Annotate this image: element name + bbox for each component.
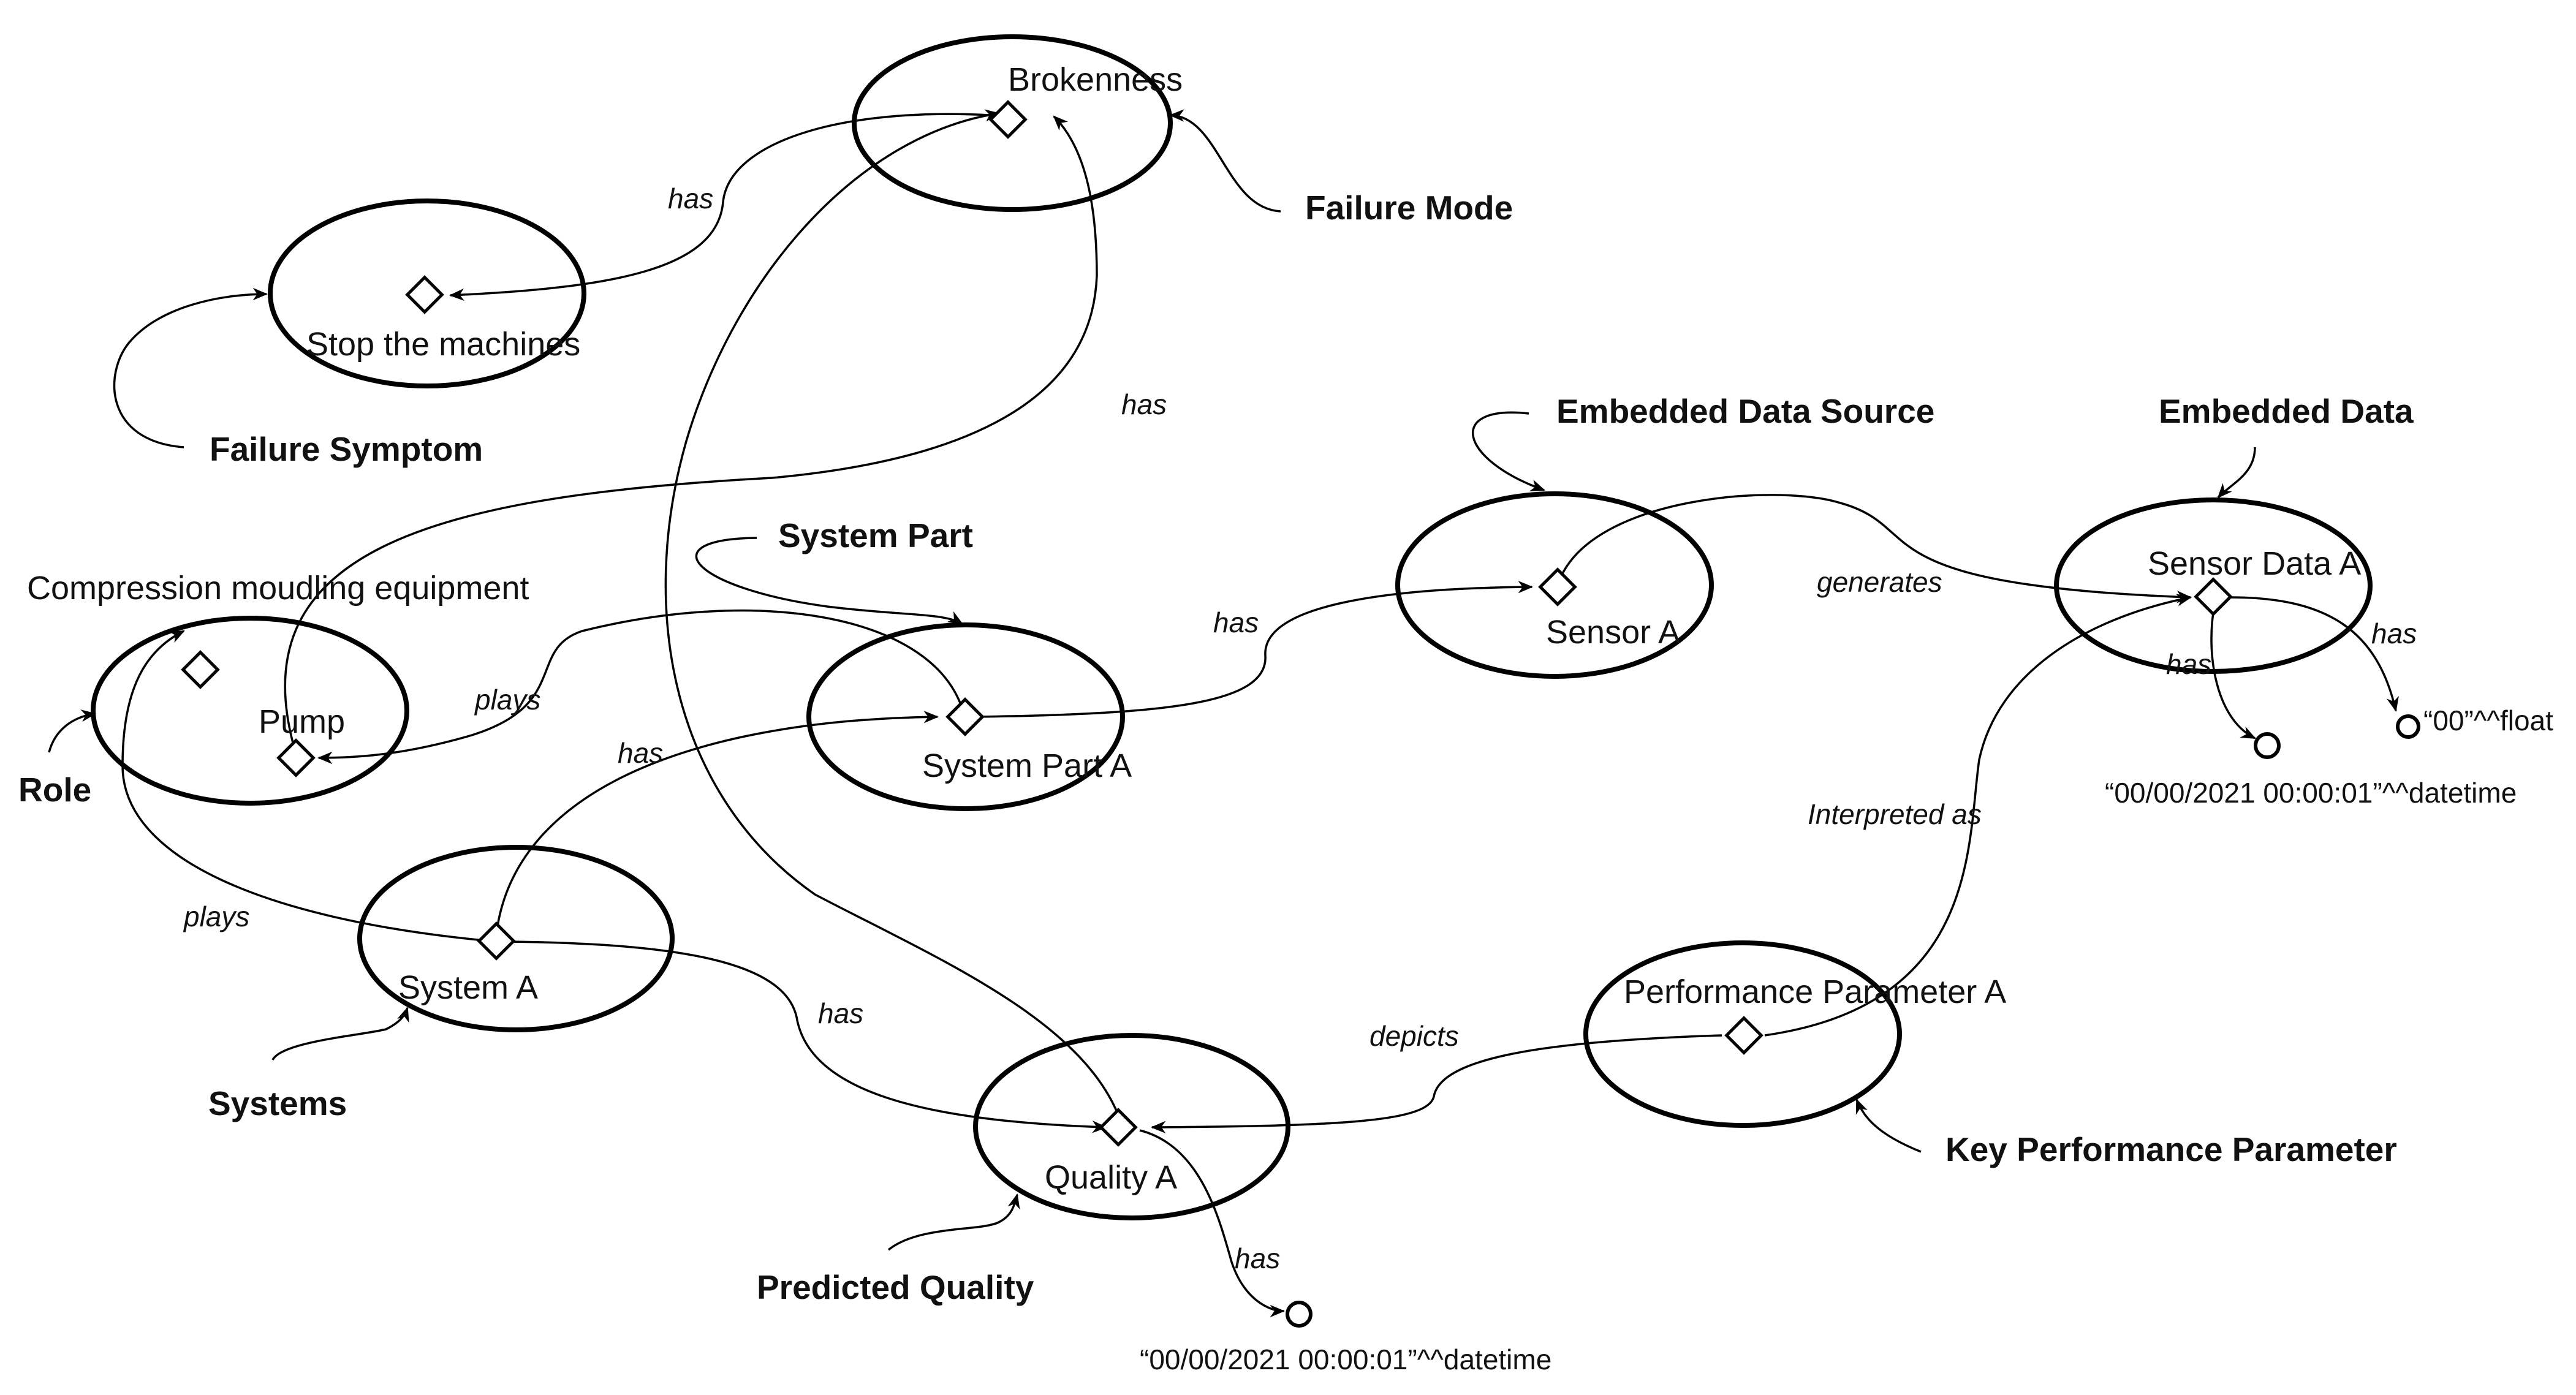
pointer-systems bbox=[271, 1007, 409, 1060]
failure-mode-class: Failure Mode bbox=[1305, 189, 1513, 227]
sensor-a-diamond bbox=[1538, 567, 1577, 607]
float-literal-label: “00”^^float bbox=[2423, 705, 2553, 736]
system-a-label: System A bbox=[398, 969, 538, 1006]
edge-pump-brokenness-has bbox=[284, 115, 1098, 758]
edge-label-systema-quality-has: has bbox=[818, 997, 863, 1029]
quality-a-ellipse bbox=[973, 1033, 1290, 1220]
predicted-quality-class: Predicted Quality bbox=[757, 1268, 1034, 1306]
role-class: Role bbox=[18, 771, 91, 809]
edge-label-kpi-quality-depicts: depicts bbox=[1369, 1020, 1459, 1052]
pump-diamond bbox=[276, 738, 316, 777]
edge-systema-quality-has bbox=[508, 940, 1108, 1133]
float-literal-circle bbox=[2396, 714, 2420, 739]
stop-machines-diamond bbox=[405, 275, 444, 314]
edge-systema-role-plays bbox=[121, 630, 485, 942]
quality-a-label: Quality A bbox=[1045, 1159, 1177, 1196]
edge-label-systempart-pump-plays: plays bbox=[474, 684, 540, 716]
edge-label-systempart-sensor-has: has bbox=[1213, 607, 1259, 638]
edge-quality-datetime-has bbox=[1139, 1129, 1286, 1318]
key-performance-parameter-class: Key Performance Parameter bbox=[1945, 1130, 2397, 1168]
system-part-a-ellipse bbox=[806, 622, 1125, 811]
stop-machines-label: Stop the machines bbox=[306, 326, 580, 363]
edge-systempart-sensor-has bbox=[978, 580, 1534, 718]
system-part-class: System Part bbox=[778, 516, 973, 554]
edge-label-pump-brokenness-has: has bbox=[1121, 388, 1167, 420]
pump-ellipse bbox=[91, 616, 409, 806]
edge-systema-systempart-has bbox=[495, 711, 939, 935]
performance-parameter-a-label: Performance Parameter A bbox=[1624, 973, 2006, 1010]
edge-label-quality-datetime-has: has bbox=[1235, 1242, 1280, 1274]
system-a-ellipse bbox=[357, 845, 675, 1032]
sensor-a-ellipse bbox=[1395, 491, 1714, 679]
edge-kpi-quality-depicts bbox=[1150, 1034, 1722, 1134]
edge-label-brokenness-stop-has: has bbox=[668, 183, 713, 214]
stop-machines-ellipse bbox=[268, 198, 586, 388]
edge-sensordata-float-has bbox=[2230, 596, 2399, 712]
quality-datetime-literal-label: “00/00/2021 00:00:01”^^datetime bbox=[1140, 1344, 1551, 1375]
pointer-embedded-data bbox=[2217, 447, 2256, 499]
sensor-data-a-diamond bbox=[2194, 577, 2233, 616]
brokenness-ellipse bbox=[852, 34, 1173, 212]
edge-sensordata-datetime-has bbox=[2210, 603, 2256, 739]
pump-label: Pump bbox=[259, 703, 345, 740]
sensor-datetime-literal-label: “00/00/2021 00:00:01”^^datetime bbox=[2105, 777, 2517, 809]
brokenness-label: Brokenness bbox=[1008, 61, 1183, 98]
system-part-a-diamond bbox=[945, 697, 985, 736]
pointer-failure-mode bbox=[1169, 109, 1281, 213]
system-part-a-label: System Part A bbox=[922, 747, 1132, 784]
edge-label-sensor-data-generates: generates bbox=[1817, 566, 1942, 598]
edge-sensor-data-generates bbox=[1558, 494, 2192, 603]
performance-parameter-a-diamond bbox=[1724, 1016, 1763, 1055]
pointer-role bbox=[48, 709, 97, 753]
edge-kpi-sensordata-interpreted bbox=[1764, 594, 2192, 1037]
embedded-data-source-class: Embedded Data Source bbox=[1556, 392, 1934, 430]
edge-label-sensordata-datetime-has: has bbox=[2166, 648, 2211, 680]
edge-label-sensordata-float-has: has bbox=[2371, 618, 2417, 649]
edge-systempart-pump-plays bbox=[317, 609, 962, 765]
pointer-failure-symptom bbox=[113, 287, 268, 448]
compression-diamond bbox=[181, 650, 220, 689]
embedded-data-class: Embedded Data bbox=[2159, 392, 2414, 430]
compression-equipment-label: Compression moudling equipment bbox=[27, 570, 529, 607]
edge-label-systema-role-plays: plays bbox=[183, 901, 249, 932]
pointer-key-performance-parameter bbox=[1855, 1098, 1922, 1153]
sensor-datetime-literal-circle bbox=[2254, 732, 2281, 759]
failure-symptom-class: Failure Symptom bbox=[210, 430, 483, 468]
edge-quality-brokenness bbox=[664, 109, 1119, 1116]
quality-datetime-literal-circle bbox=[1286, 1301, 1313, 1328]
pointer-embedded-data-source bbox=[1471, 411, 1545, 492]
sensor-data-a-label: Sensor Data A bbox=[2148, 545, 2361, 582]
edge-label-systema-systempart-has: has bbox=[618, 737, 663, 769]
pointer-predicted-quality bbox=[887, 1193, 1020, 1251]
pointer-system-part bbox=[695, 537, 963, 625]
system-a-diamond bbox=[477, 921, 516, 961]
brokenness-diamond bbox=[988, 100, 1028, 139]
edge-brokenness-stop-has bbox=[449, 113, 1010, 301]
performance-parameter-a-ellipse bbox=[1583, 940, 1902, 1128]
systems-class: Systems bbox=[208, 1084, 347, 1122]
quality-a-diamond bbox=[1099, 1108, 1138, 1147]
sensor-a-label: Sensor A bbox=[1546, 614, 1680, 651]
edge-label-kpi-sensordata-interpreted: Interpreted as bbox=[1808, 798, 1982, 830]
